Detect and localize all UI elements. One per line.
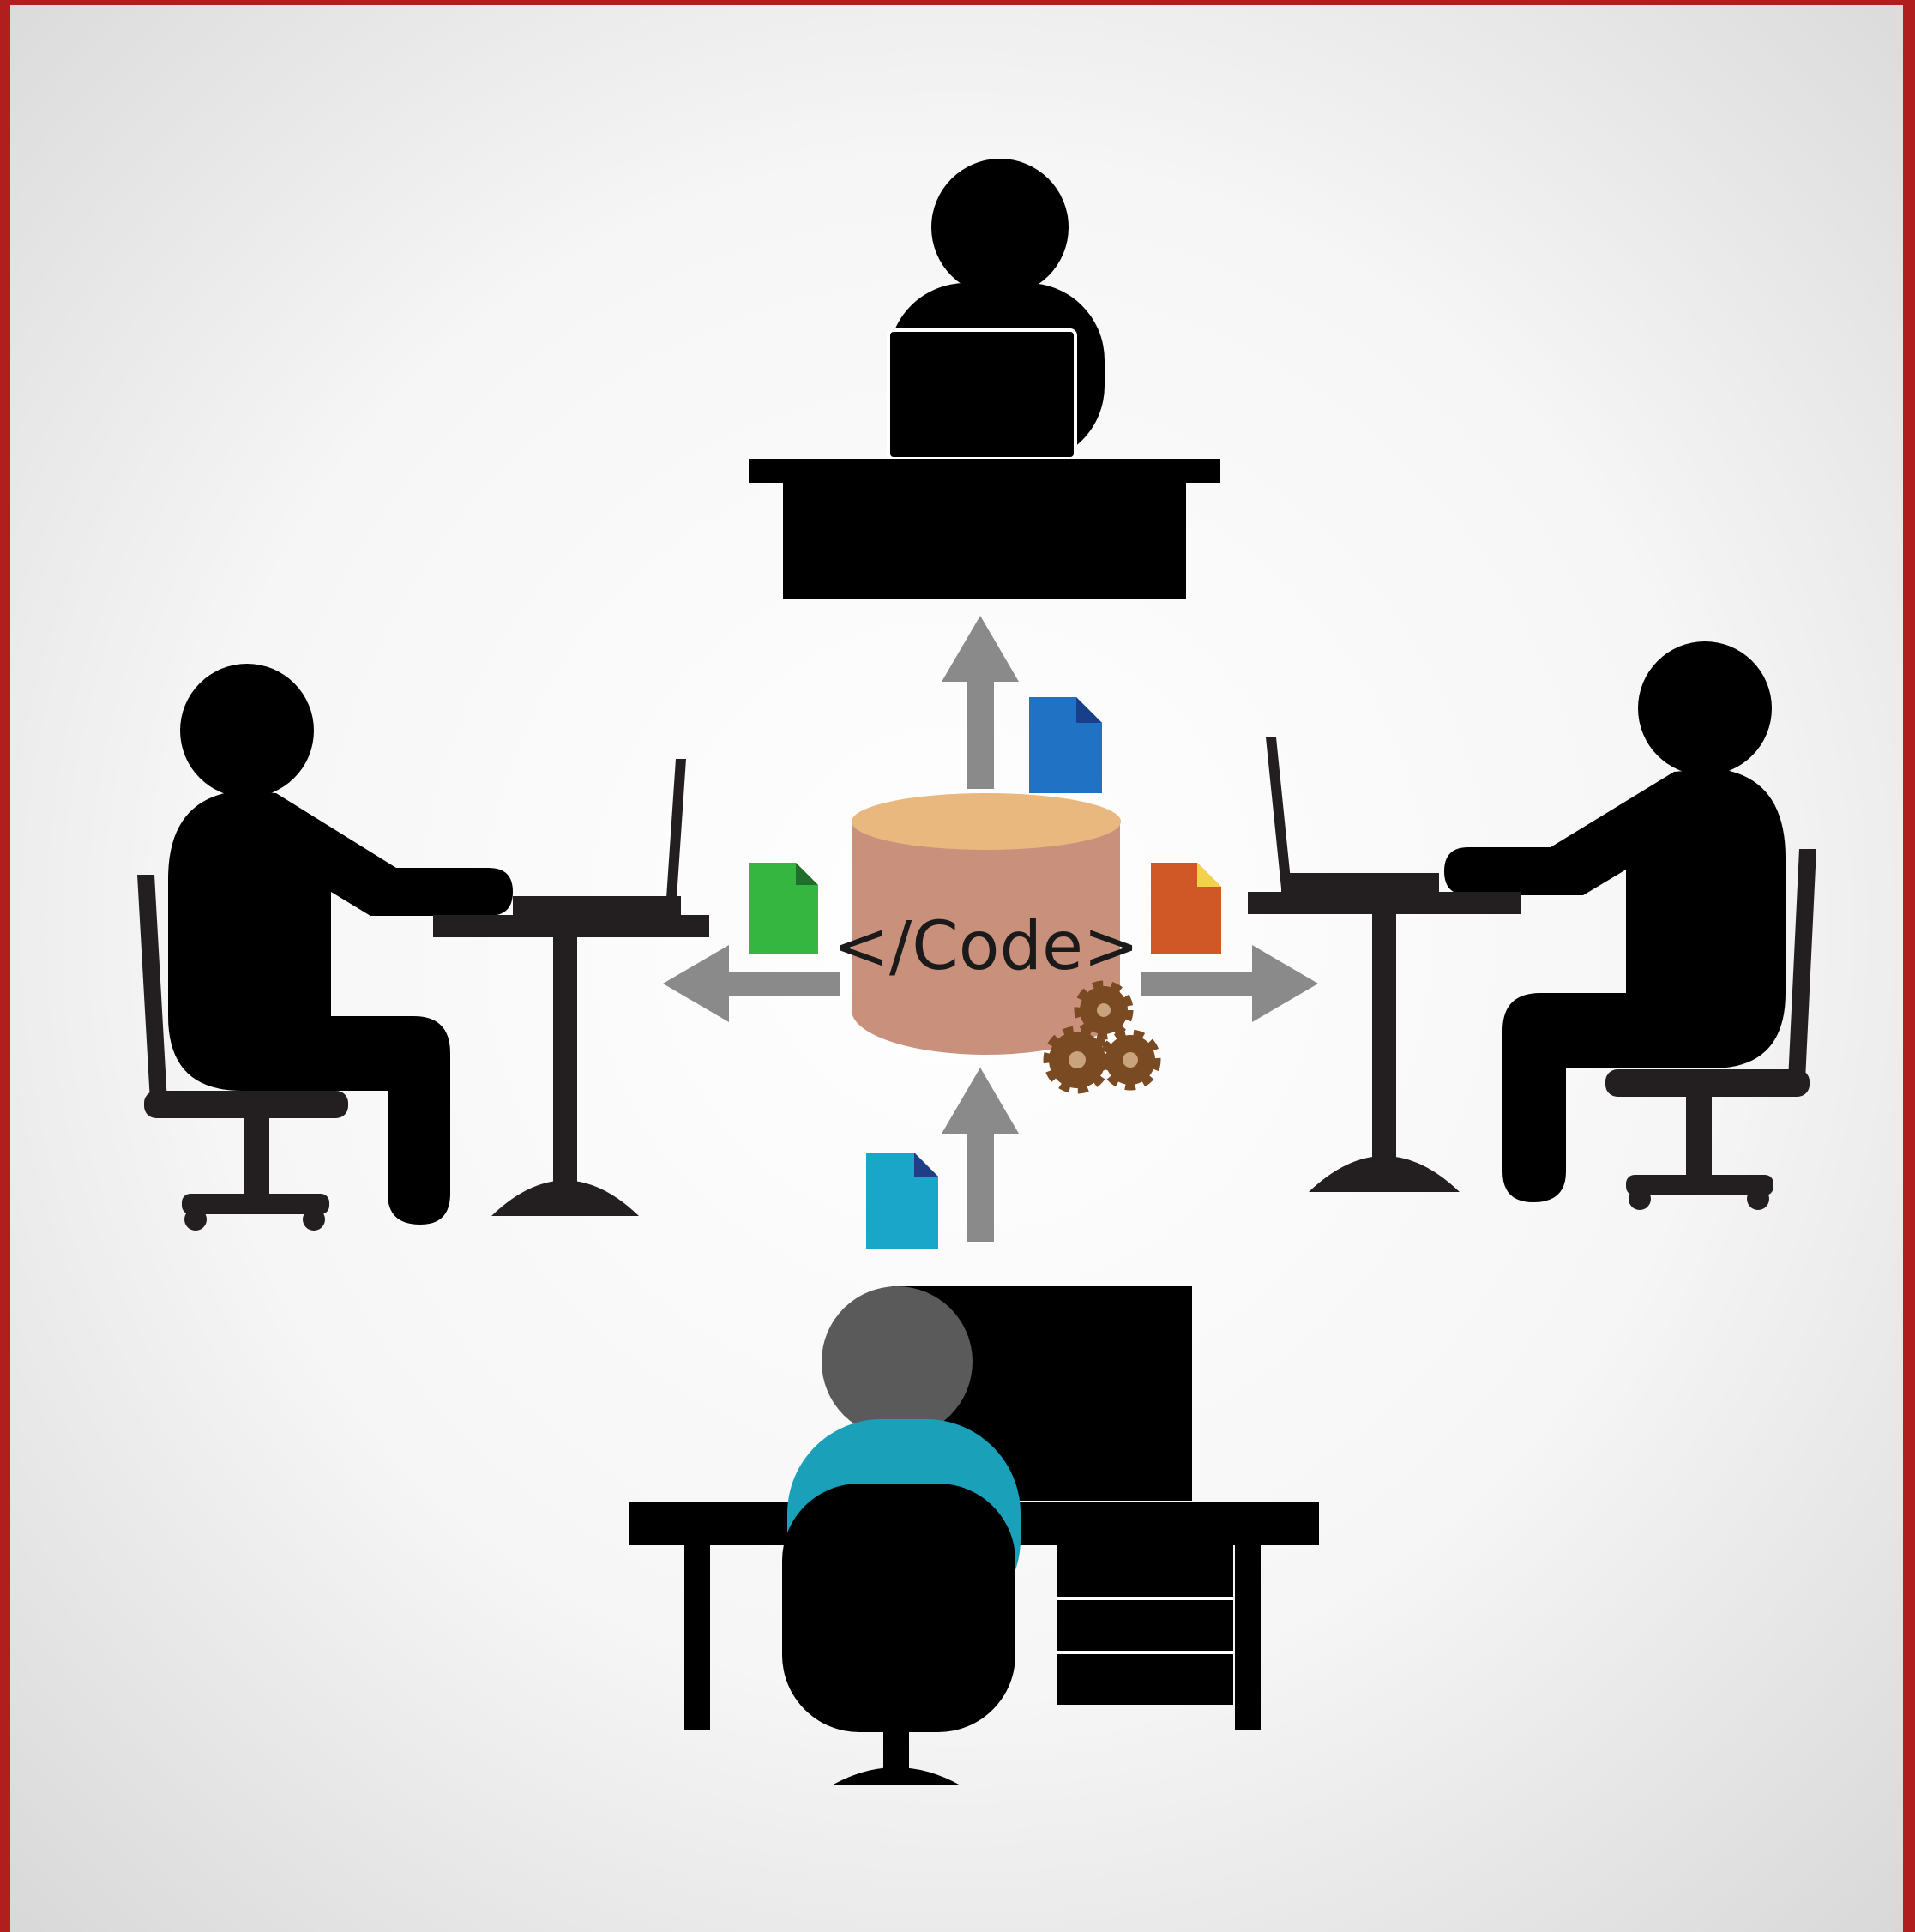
document-icon-left xyxy=(749,863,818,954)
laptop-icon xyxy=(513,759,686,915)
arrow-left xyxy=(663,945,840,1022)
bottom-developer xyxy=(629,1286,1319,1785)
frame-right xyxy=(1903,0,1915,1932)
document-icon-bottom xyxy=(866,1153,938,1249)
office-chair-icon xyxy=(137,875,348,1231)
arrow-up-top xyxy=(942,616,1019,789)
office-chair-icon xyxy=(782,1484,1015,1785)
arrow-up-bottom xyxy=(942,1068,1019,1242)
office-chair-icon xyxy=(1605,849,1816,1210)
left-developer xyxy=(137,664,709,1231)
frame-left xyxy=(0,0,10,1932)
top-developer xyxy=(749,159,1220,599)
top-developer-head xyxy=(931,159,1069,296)
right-developer-body xyxy=(1444,768,1786,1202)
document-icon-right xyxy=(1151,863,1221,954)
frame-top xyxy=(0,0,1915,5)
left-developer-body xyxy=(168,791,513,1225)
laptop-icon xyxy=(887,328,1077,460)
arrow-right xyxy=(1141,945,1318,1022)
top-desk-body xyxy=(783,483,1186,599)
gear-holes xyxy=(1069,1003,1138,1068)
laptop-icon xyxy=(1266,737,1439,892)
right-developer xyxy=(1248,641,1816,1210)
database-cylinder-icon: </Code> xyxy=(834,793,1140,1055)
desk-icon xyxy=(1248,892,1521,1192)
arrow-icon xyxy=(663,616,1318,1242)
desk-icon xyxy=(433,915,709,1216)
right-developer-head xyxy=(1638,641,1772,775)
top-desk-top xyxy=(749,459,1220,483)
repository-label: </Code> xyxy=(834,908,1140,985)
left-developer-head xyxy=(180,664,314,797)
document-icon-top xyxy=(1029,697,1102,793)
bottom-developer-head xyxy=(822,1286,973,1437)
